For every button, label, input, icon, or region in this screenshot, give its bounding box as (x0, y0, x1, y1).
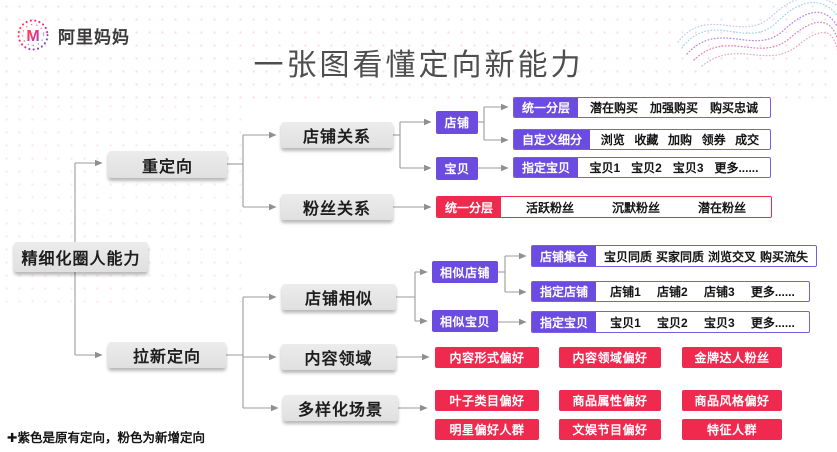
page-title: 一张图看懂定向新能力 (253, 49, 584, 82)
node-shop-relation: 店铺关系 (281, 122, 393, 148)
row-label: 指定宝贝 (514, 158, 579, 177)
row-item: 店铺1 (610, 285, 641, 299)
row-item: 加购 (667, 133, 692, 147)
row-fans-unified-tier: 统一分层 活跃粉丝 沉默粉丝 潜在粉丝 (436, 196, 772, 218)
logo-wordmark: 阿里妈妈 (58, 27, 130, 47)
leaf-product-style-pref: 商品风格偏好 (682, 390, 782, 411)
leaf-content-format-pref: 内容形式偏好 (435, 347, 539, 368)
row-item: 店铺3 (703, 285, 735, 299)
row-item: 成交 (735, 133, 760, 147)
row-shop-set: 店铺集合 宝贝同质 买家同质 浏览交叉 购买流失 (531, 245, 817, 267)
row-item-specified: 指定宝贝 宝贝1 宝贝2 宝贝3 更多...... (513, 157, 771, 178)
row-item: 购买忠诚 (709, 101, 758, 115)
row-item: 宝贝同质 (604, 249, 653, 264)
row-item: 潜在购买 (590, 101, 639, 115)
row-item: 宝贝2 (631, 161, 662, 175)
row-item: 活跃粉丝 (526, 200, 575, 215)
chip-shop: 店铺 (436, 111, 478, 134)
row-label: 自定义细分 (514, 130, 591, 149)
row-item: 购买流失 (759, 249, 808, 264)
node-fans-relation: 粉丝关系 (281, 194, 393, 220)
row-similar-item-specified: 指定宝贝 宝贝1 宝贝2 宝贝3 更多...... (531, 311, 810, 333)
row-item: 宝贝2 (657, 315, 688, 330)
row-item: 宝贝3 (672, 161, 704, 175)
node-content-domain: 内容领域 (281, 344, 396, 370)
chip-item: 宝贝 (436, 157, 478, 180)
row-item: 更多...... (714, 161, 759, 175)
leaf-top-influencer-fans: 金牌达人粉丝 (682, 347, 782, 368)
root-node: 精细化圈人能力 (14, 242, 148, 272)
row-item: 浏览 (600, 133, 625, 147)
row-label: 店铺集合 (532, 246, 597, 266)
row-shop-specified: 指定店铺 店铺1 店铺2 店铺3 更多...... (531, 281, 810, 302)
svg-text:M: M (26, 28, 39, 45)
leaf-entertainment-show-pref: 文娱节目偏好 (559, 419, 661, 440)
row-label: 统一分层 (514, 98, 579, 117)
row-item: 更多...... (750, 315, 795, 330)
row-label: 指定宝贝 (532, 312, 597, 332)
row-label: 统一分层 (437, 197, 502, 217)
row-item: 店铺2 (657, 285, 688, 299)
particle-wave-decoration (677, 0, 837, 67)
row-item: 沉默粉丝 (611, 200, 660, 215)
chip-similar-item: 相似宝贝 (432, 310, 498, 332)
node-shop-similar: 店铺相似 (282, 284, 396, 310)
row-label: 指定店铺 (532, 282, 597, 301)
alimama-logo: M 阿里妈妈 (16, 18, 130, 52)
row-shop-custom-segment: 自定义细分 浏览 收藏 加购 领券 成交 (513, 129, 771, 150)
leaf-feature-crowd: 特征人群 (682, 419, 782, 440)
row-item: 领券 (701, 133, 726, 147)
row-item: 宝贝1 (589, 161, 621, 175)
row-item: 加强购买 (649, 101, 698, 115)
row-item: 宝贝3 (703, 315, 735, 330)
row-item: 宝贝1 (610, 315, 641, 330)
leaf-category-pref: 叶子类目偏好 (435, 390, 539, 411)
node-acquire-new: 拉新定向 (108, 342, 226, 368)
row-item: 收藏 (634, 133, 659, 147)
alimama-logo-icon: M (17, 19, 49, 51)
leaf-product-attribute-pref: 商品属性偏好 (559, 390, 661, 411)
row-item: 潜在粉丝 (697, 200, 746, 215)
leaf-celebrity-pref-crowd: 明星偏好人群 (435, 419, 539, 440)
chip-similar-shop: 相似店铺 (432, 261, 498, 283)
legend-footnote: ✚紫色是原有定向，粉色为新增定向 (7, 431, 205, 445)
row-item: 浏览交叉 (707, 249, 756, 264)
row-item: 更多...... (750, 285, 795, 299)
node-diverse-scene: 多样化场景 (283, 395, 398, 421)
leaf-content-domain-pref: 内容领域偏好 (559, 347, 661, 368)
node-redirect: 重定向 (108, 151, 227, 178)
row-shop-unified-tier: 统一分层 潜在购买 加强购买 购买忠诚 (513, 97, 771, 118)
row-item: 买家同质 (655, 249, 704, 264)
